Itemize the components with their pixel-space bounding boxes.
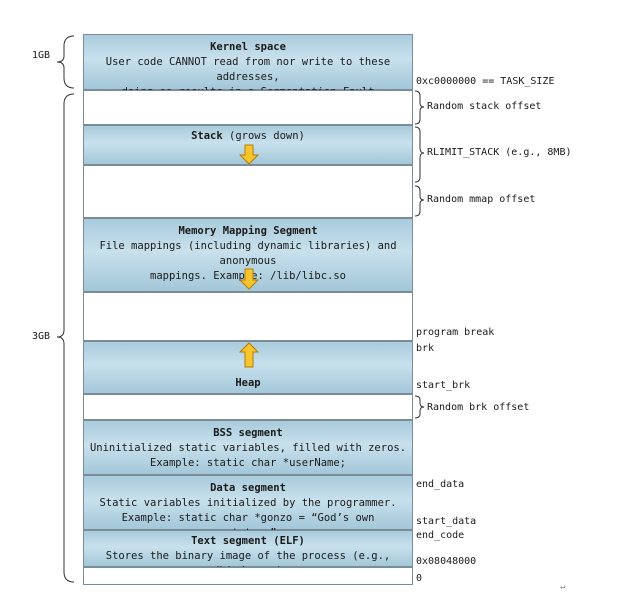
random-brk-offset-gap [83, 394, 413, 420]
bottom-gap [83, 567, 413, 585]
stack-down-arrow [238, 144, 260, 165]
data-segment: Data segment Static variables initialize… [83, 475, 413, 539]
mmap-line-1: File mappings (including dynamic librari… [99, 240, 397, 267]
bss-line-1: Uninitialized static variables, filled w… [89, 442, 407, 454]
end-data-label: end_data [416, 479, 465, 490]
stack-heading: Stack (grows down) [191, 129, 305, 144]
program-break-label: program break [416, 327, 495, 338]
return-mark: ↵ [560, 582, 566, 592]
random-mmap-offset-label: Random mmap offset [427, 194, 536, 205]
mmap-down-arrow [238, 268, 260, 290]
memory-mapping-segment: Memory Mapping Segment File mappings (in… [83, 218, 413, 292]
mmap-heap-gap [83, 292, 413, 341]
user-size-brace [56, 93, 75, 583]
start-data-label: start_data [416, 516, 477, 527]
text-title: Text segment (ELF) [191, 535, 305, 547]
stack-mmap-gap [83, 165, 413, 218]
rlimit-stack-brace [414, 126, 425, 183]
text-segment: Text segment (ELF) Stores the binary ima… [83, 530, 413, 577]
end-code-label: end_code [416, 530, 465, 541]
zero-address-label: 0 [416, 573, 423, 584]
bss-line-2: Example: static char *userName; [150, 457, 346, 469]
task-size-label: 0xc0000000 == TASK_SIZE [416, 76, 555, 87]
kernel-size-label: 1GB [32, 50, 51, 61]
kernel-space-line-1: User code CANNOT read from nor write to … [105, 56, 391, 83]
stack-note: (grows down) [222, 130, 305, 142]
kernel-size-brace [56, 35, 75, 89]
data-line-1: Static variables initialized by the prog… [99, 497, 397, 509]
stack-title: Stack [191, 130, 223, 142]
bss-segment: BSS segment Uninitialized static variabl… [83, 420, 413, 475]
random-stack-offset-label: Random stack offset [427, 101, 542, 112]
random-stack-offset-brace [414, 90, 425, 125]
random-brk-offset-brace [414, 395, 425, 419]
kernel-space-title: Kernel space [210, 41, 286, 53]
start-brk-label: start_brk [416, 380, 471, 391]
user-size-label: 3GB [32, 331, 51, 342]
bss-title: BSS segment [213, 427, 283, 439]
heap-title: Heap [235, 377, 261, 389]
text-start-address-label: 0x08048000 [416, 556, 477, 567]
random-mmap-offset-brace [414, 185, 425, 217]
random-stack-offset-gap [83, 90, 413, 125]
heap-up-arrow [238, 342, 260, 368]
data-title: Data segment [210, 482, 286, 494]
rlimit-stack-label: RLIMIT_STACK (e.g., 8MB) [427, 147, 572, 158]
brk-label: brk [416, 343, 435, 354]
random-brk-offset-label: Random brk offset [427, 402, 530, 413]
mmap-title: Memory Mapping Segment [178, 225, 318, 237]
